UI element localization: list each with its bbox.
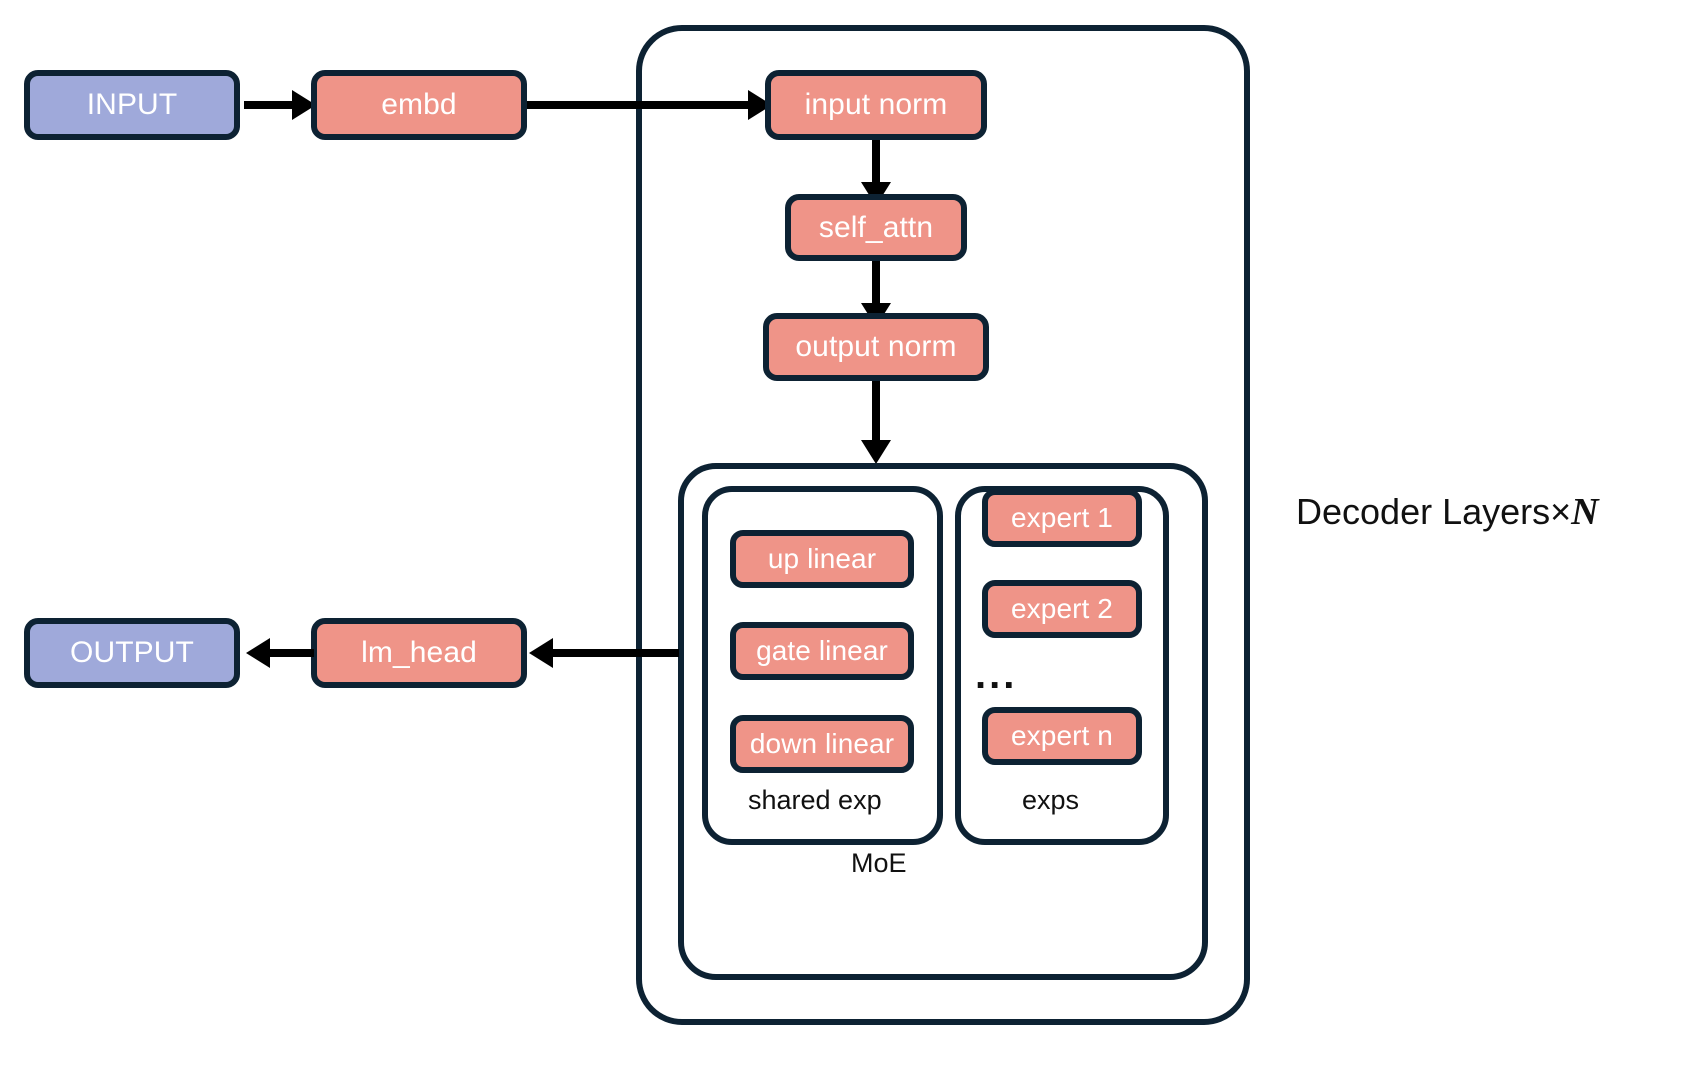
down-linear-node[interactable]: down linear — [730, 715, 914, 773]
decoder-layers-caption: Decoder Layers×N — [1296, 493, 1599, 531]
experts-label: exps — [1022, 785, 1080, 815]
connector-decoder-to-lm-head — [551, 649, 679, 657]
expert-n-node[interactable]: expert n — [982, 707, 1142, 765]
gate-linear-node[interactable]: gate linear — [730, 622, 914, 680]
input-node[interactable]: INPUT — [24, 70, 240, 140]
experts-ellipsis: ... — [975, 653, 1018, 697]
moe-container — [678, 463, 1208, 980]
self-attn-node[interactable]: self_attn — [785, 194, 967, 261]
expert-2-node[interactable]: expert 2 — [982, 580, 1142, 638]
connector-lm-head-to-output — [268, 649, 314, 657]
decoder-caption-variable: N — [1571, 491, 1599, 533]
decoder-layers-container — [636, 25, 1250, 1025]
decoder-caption-text: Decoder Layers× — [1296, 491, 1572, 532]
connector-output-norm-to-moe — [872, 381, 880, 449]
connector-embd-to-input-norm — [527, 101, 758, 109]
connector-input-to-embd — [244, 101, 294, 109]
expert-1-node[interactable]: expert 1 — [982, 489, 1142, 547]
connector-input-norm-to-self-attn — [872, 140, 880, 192]
moe-label: MoE — [851, 848, 907, 878]
output-norm-node[interactable]: output norm — [763, 313, 989, 381]
input-norm-node[interactable]: input norm — [765, 70, 987, 140]
arrowhead-output-norm-to-moe — [861, 440, 891, 464]
connector-self-attn-to-output-norm — [872, 261, 880, 313]
lm-head-node[interactable]: lm_head — [311, 618, 527, 688]
embd-node[interactable]: embd — [311, 70, 527, 140]
arrowhead-decoder-to-lm-head — [529, 638, 553, 668]
up-linear-node[interactable]: up linear — [730, 530, 914, 588]
arrowhead-lm-head-to-output — [246, 638, 270, 668]
output-node[interactable]: OUTPUT — [24, 618, 240, 688]
shared-expert-container — [702, 486, 943, 845]
shared-expert-label: shared exp — [748, 785, 882, 815]
